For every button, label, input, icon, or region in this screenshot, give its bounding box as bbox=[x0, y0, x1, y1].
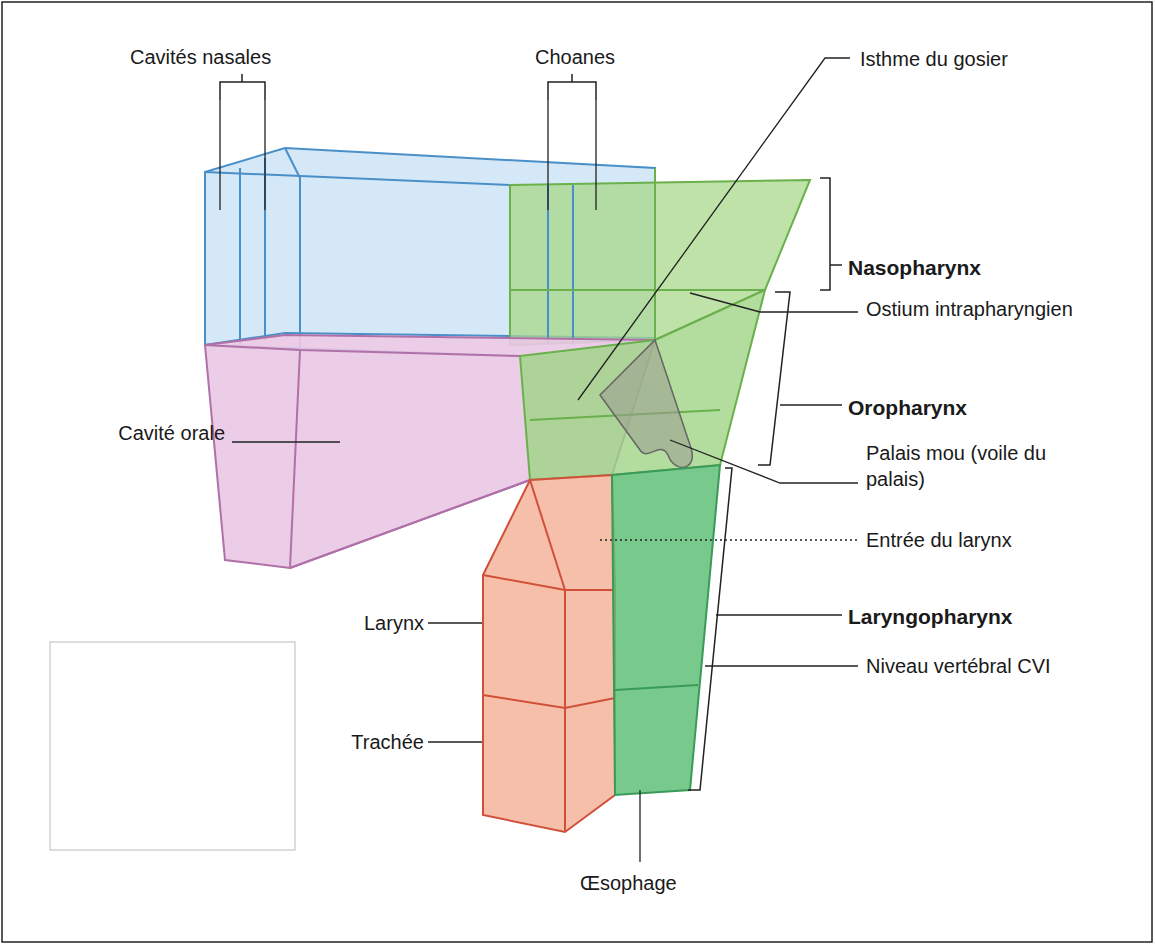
region-label: Cavité orale bbox=[60, 420, 225, 446]
region-label: Palais mou (voile du palais) bbox=[866, 440, 1066, 492]
soft-palate bbox=[600, 340, 692, 467]
larynx-trachea bbox=[483, 475, 615, 832]
section-label: Laryngopharynx bbox=[848, 603, 1068, 630]
section-label: Oropharynx bbox=[848, 394, 1048, 421]
brackets bbox=[220, 74, 842, 790]
region-label: Choanes bbox=[535, 44, 675, 70]
section-label: Nasopharynx bbox=[848, 254, 1048, 281]
region-label: Entrée du larynx bbox=[866, 527, 1086, 553]
region-label: Cavités nasales bbox=[130, 44, 360, 70]
region-label: Ostium intrapharyngien bbox=[866, 296, 1096, 322]
nasopharynx-region bbox=[510, 168, 810, 345]
empty-box bbox=[50, 642, 295, 850]
region-label: Niveau vertébral CVI bbox=[866, 653, 1116, 679]
region-label: Larynx bbox=[340, 610, 424, 636]
leader-lines bbox=[220, 58, 858, 862]
region-label: Isthme du gosier bbox=[860, 46, 1080, 72]
region-label: Trachée bbox=[330, 729, 424, 755]
oropharynx-region bbox=[520, 290, 765, 480]
region-label: Œsophage bbox=[580, 870, 720, 896]
